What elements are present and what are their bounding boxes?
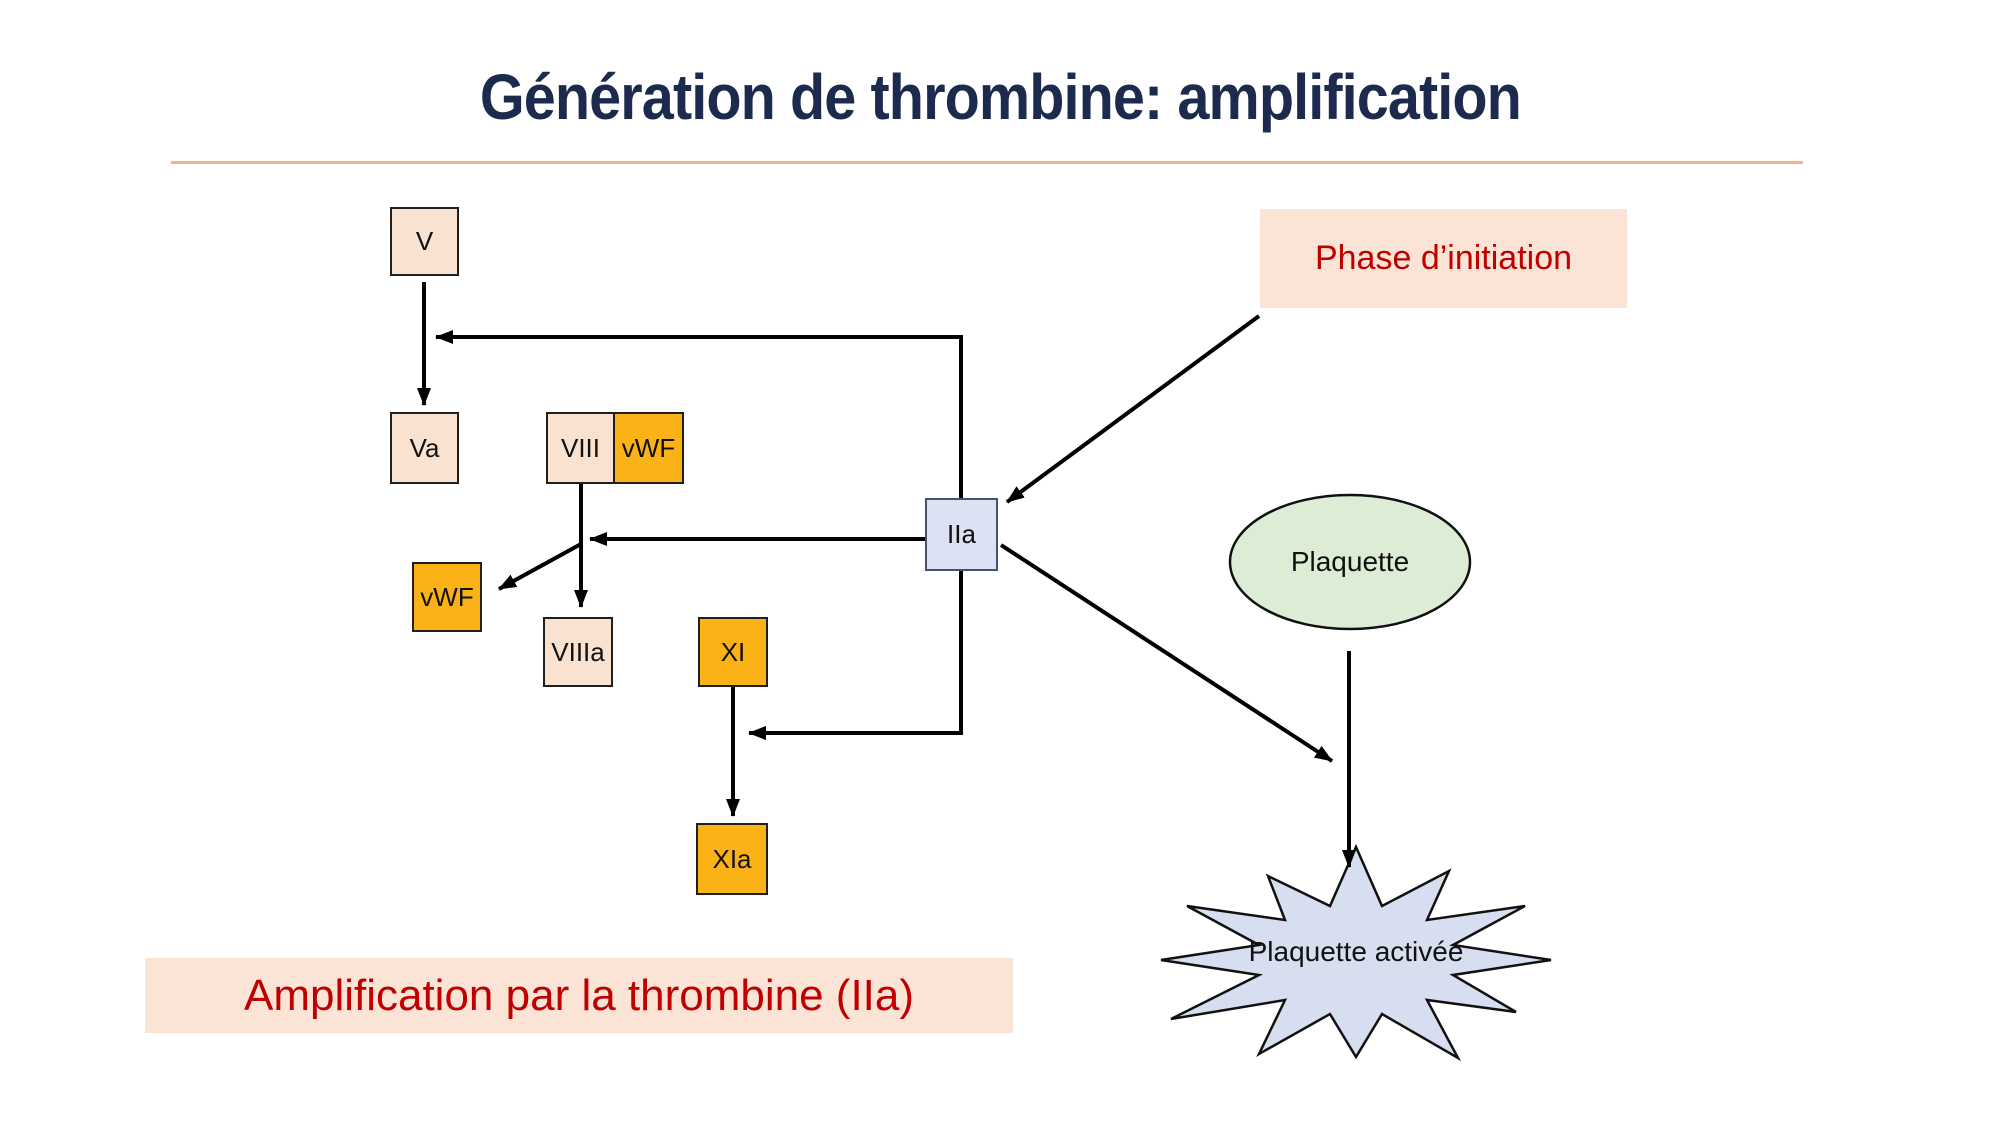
node-factor-v-label: V	[415, 226, 434, 256]
node-factor-xi-label: XI	[720, 636, 746, 667]
slide-title: Génération de thrombine: amplification	[0, 61, 2000, 133]
node-factor-viii: VIII	[546, 412, 615, 484]
banner-phase-initiation: Phase d’initiation	[1260, 209, 1627, 308]
arrow-iia-feedback-to-v	[435, 330, 963, 498]
node-factor-viii-label: VIII	[560, 432, 600, 463]
plaquette-activee-label: Plaquette activée	[1206, 925, 1506, 979]
title-underline	[171, 161, 1803, 164]
arrow-viii-to-vwf	[498, 542, 582, 591]
node-vwf-top-label: vWF	[621, 432, 676, 463]
arrow-iia-to-activation	[999, 543, 1334, 763]
node-vwf-top: vWF	[613, 412, 684, 484]
node-factor-v: V	[390, 207, 459, 276]
node-factor-xia: XIa	[696, 823, 768, 895]
banner-amplification: Amplification par la thrombine (IIa)	[145, 958, 1013, 1033]
plaquette-label: Plaquette	[1230, 535, 1470, 589]
node-factor-xi: XI	[698, 617, 768, 687]
arrow-initiation-to-iia	[1005, 314, 1261, 504]
plaquette-ellipse	[1228, 493, 1472, 631]
slide-title-text: Génération de thrombine: amplification	[479, 61, 1521, 133]
banner-phase-initiation-text: Phase d’initiation	[1314, 239, 1573, 277]
node-factor-va: Va	[390, 412, 459, 484]
arrow-iia-to-xi	[748, 571, 963, 740]
plaquette-activee-label-text: Plaquette activée	[1248, 936, 1464, 967]
node-vwf-left-label: vWF	[420, 581, 474, 612]
node-factor-viiia: VIIIa	[543, 617, 613, 687]
node-factor-va-label: Va	[409, 432, 440, 463]
banner-amplification-text: Amplification par la thrombine (IIa)	[243, 970, 915, 1020]
node-vwf-left: vWF	[412, 562, 482, 632]
plaquette-label-text: Plaquette	[1290, 546, 1410, 577]
plaquette-activee-star	[1160, 843, 1552, 1062]
node-thrombin-iia: IIa	[925, 498, 998, 571]
node-factor-viiia-label: VIIIa	[551, 636, 605, 667]
node-factor-xia-label: XIa	[712, 843, 752, 874]
node-thrombin-iia-label: IIa	[947, 519, 976, 549]
